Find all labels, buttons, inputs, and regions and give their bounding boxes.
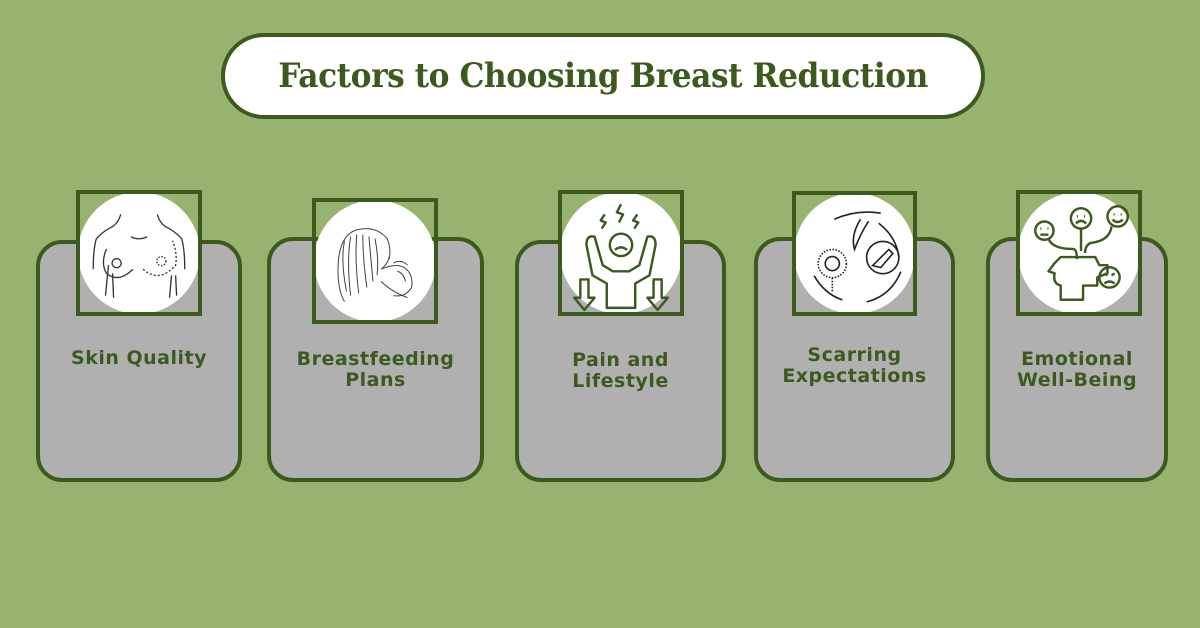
card-label: Scarring Expectations <box>758 345 951 387</box>
card-label-line1: Scarring <box>807 344 902 366</box>
card-label-line2: Lifestyle <box>572 370 669 392</box>
icon-frame <box>76 190 202 316</box>
icon-frame <box>312 198 438 324</box>
card-label-text: Skin Quality <box>71 347 207 369</box>
mother-baby-icon <box>316 202 434 320</box>
icon-frame <box>558 190 684 316</box>
card-label-line1: Pain and <box>572 349 669 371</box>
card-label: Skin Quality <box>40 348 238 369</box>
stressed-person-icon <box>562 194 680 312</box>
title-banner: Factors to Choosing Breast Reduction <box>221 33 985 119</box>
card-label-line1: Breastfeeding <box>296 348 455 370</box>
card-label-line2: Well-Being <box>1016 369 1138 391</box>
emotions-head-icon <box>1020 194 1138 312</box>
card-label: Emotional Well-Being <box>990 349 1164 391</box>
page-title: Factors to Choosing Breast Reduction <box>278 56 928 96</box>
card-label: Breastfeeding Plans <box>271 349 480 391</box>
icon-frame <box>792 191 917 316</box>
card-label-line2: Expectations <box>782 365 927 387</box>
scar-scalpel-icon <box>796 195 913 312</box>
card-label-line2: Plans <box>345 369 406 391</box>
icon-frame <box>1016 190 1142 316</box>
card-label-line1: Emotional <box>1021 348 1133 370</box>
card-breastfeeding-plans: Breastfeeding Plans <box>267 237 484 482</box>
card-label: Pain and Lifestyle <box>519 350 722 392</box>
torso-skin-icon <box>80 194 198 312</box>
